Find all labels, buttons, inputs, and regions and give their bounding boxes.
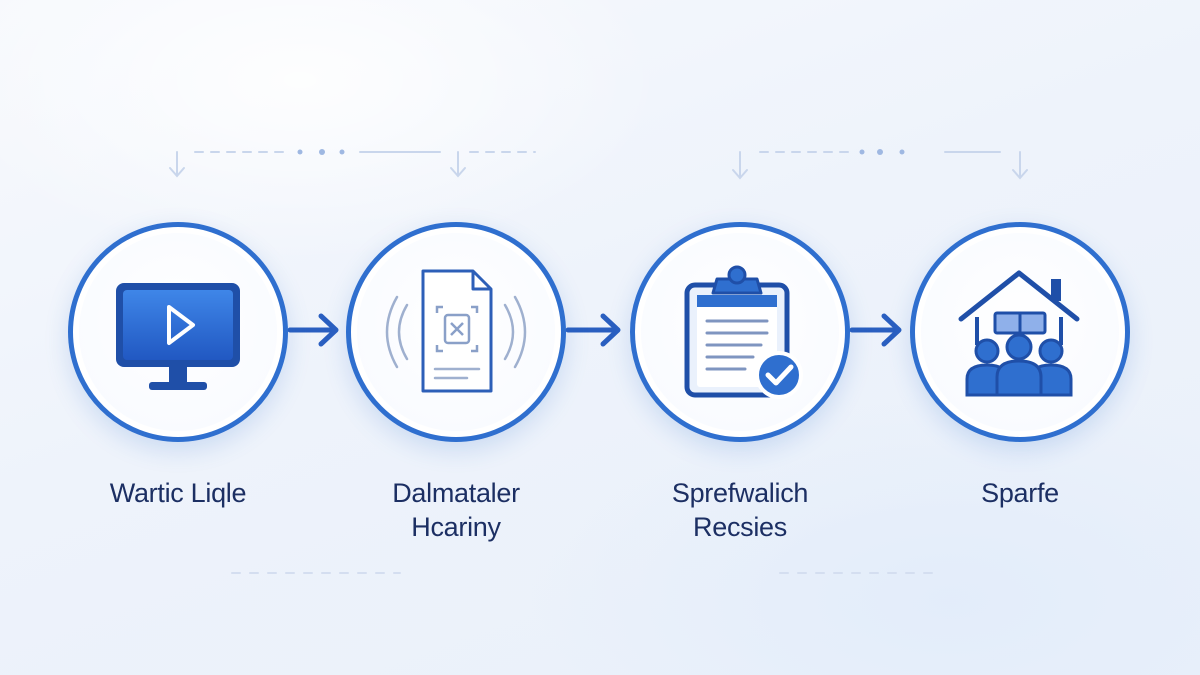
step-node-4: [910, 222, 1130, 442]
top-guide-left: [169, 151, 536, 178]
top-guide-left-dots: [297, 149, 345, 155]
monitor-play-icon: [116, 283, 240, 390]
step-label-1: Wartic Liqle: [58, 476, 298, 510]
step-node-1: [68, 222, 288, 442]
step-node-2: [346, 222, 566, 442]
house-people-icon: [958, 270, 1080, 397]
arrow-2-to-3: [565, 313, 621, 347]
arrow-3-to-4: [849, 313, 902, 347]
step-node-3: [630, 222, 850, 442]
arrow-1-to-2: [287, 313, 339, 347]
step-label-2-line-2: Hcariny: [411, 512, 501, 542]
step-label-2: Dalmataler Hcariny: [336, 476, 576, 544]
step-label-3: Sprefwalich Recsies: [620, 476, 860, 544]
step-label-3-line-1: Sprefwalich: [671, 478, 809, 508]
document-scan-icon: [385, 269, 527, 393]
step-label-4: Sparfe: [900, 476, 1140, 510]
step-label-1-line-1: Wartic Liqle: [109, 478, 247, 508]
clipboard-check-icon: [684, 265, 803, 399]
step-label-4-line-1: Sparfe: [981, 478, 1059, 508]
top-guide-right: [732, 151, 1028, 180]
step-label-3-line-2: Recsies: [693, 512, 787, 542]
step-label-2-line-1: Dalmataler: [392, 478, 520, 508]
top-guide-right-dots: [859, 149, 905, 155]
